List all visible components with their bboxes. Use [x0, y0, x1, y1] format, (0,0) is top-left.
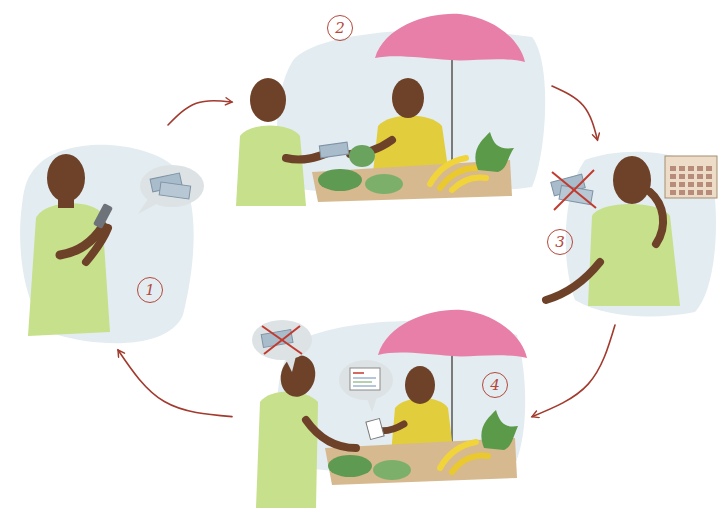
step-number: 2: [327, 15, 353, 41]
panel-background: [232, 2, 552, 202]
scene-panel: 3: [545, 140, 720, 325]
step-number: 4: [482, 372, 508, 398]
panel-background: [566, 152, 716, 317]
scene-panel: 2: [232, 2, 552, 202]
panel-background: [277, 30, 545, 194]
step-number: 1: [137, 277, 163, 303]
scene-panel: 1: [8, 125, 208, 350]
cycle-arrow: [532, 325, 615, 417]
panel-background: [20, 145, 194, 343]
panel-background: [8, 125, 208, 350]
cycle-arrow: [118, 350, 232, 417]
step-number: 3: [547, 229, 573, 255]
cycle-arrow: [552, 86, 598, 140]
panel-background: [545, 140, 720, 325]
speech-bubble: [261, 329, 293, 347]
scene-panel: 4: [232, 305, 532, 508]
panel-background: [277, 321, 525, 474]
panel-background: [232, 305, 532, 508]
cycle-arrow: [168, 101, 232, 125]
